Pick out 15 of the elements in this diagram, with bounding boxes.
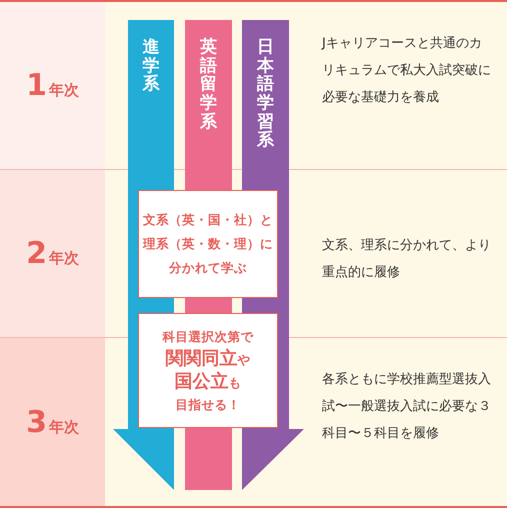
info-box bbox=[138, 313, 278, 428]
year-label: 1年次 bbox=[26, 68, 79, 103]
box-text: 関関同立や bbox=[166, 348, 250, 370]
box-text: 文系（英・国・社）と理系（英・数・理）に分かれて学ぶ bbox=[142, 211, 274, 277]
description-text: Jキャリアコースと共通のカリキュラムで私大入試突破に必要な基礎力を養成 bbox=[322, 35, 492, 107]
year-label: 3年次 bbox=[26, 404, 79, 440]
info-box bbox=[138, 190, 278, 298]
course-label: 日本語学習系 bbox=[257, 38, 274, 150]
description-text: 各系ともに学校推薦型選抜入試〜一般選抜入試に必要な３科目〜５科目を履修 bbox=[322, 371, 492, 443]
box-text: 目指せる！ bbox=[176, 396, 240, 414]
course-label: 英語留学系 bbox=[200, 38, 217, 132]
box-text: 科目選択次第で bbox=[162, 328, 254, 346]
course-label: 進学系 bbox=[142, 38, 160, 94]
description-text: 文系、理系に分かれて、より重点的に履修 bbox=[322, 237, 492, 282]
box-text: 国公立も bbox=[174, 370, 242, 394]
